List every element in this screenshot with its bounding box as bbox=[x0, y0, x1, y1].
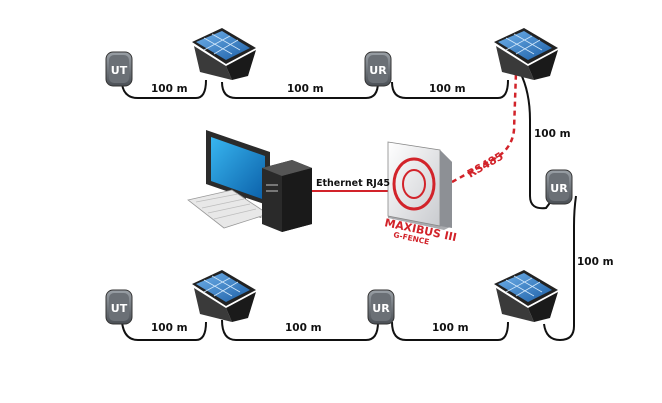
node-label-bot-left: UT bbox=[111, 302, 128, 315]
monitor-screen bbox=[211, 137, 265, 200]
cable-right-upper bbox=[519, 71, 553, 210]
node-bot-mid: UR bbox=[367, 289, 395, 325]
cable-top-seg2 bbox=[221, 81, 379, 99]
maxibus-controller bbox=[387, 141, 452, 230]
cable-top-seg1 bbox=[121, 79, 207, 99]
controller-logo bbox=[392, 157, 436, 211]
cable-bot-seg3 bbox=[391, 321, 509, 341]
node-right-mid: UR bbox=[545, 169, 573, 205]
label-top-seg3: 100 m bbox=[429, 83, 466, 95]
node-bot-left: UT bbox=[105, 289, 133, 325]
node-label-top-left: UT bbox=[111, 64, 128, 77]
label-rs485: RS485 bbox=[465, 150, 506, 181]
solar-unit-top-left bbox=[192, 28, 256, 80]
solar-unit-bot-right bbox=[494, 270, 558, 322]
node-label-right-mid: UR bbox=[550, 182, 568, 195]
label-top-seg2: 100 m bbox=[287, 83, 324, 95]
label-ethernet: Ethernet RJ45 bbox=[316, 178, 390, 189]
rs485-link bbox=[451, 71, 518, 184]
node-top-mid: UR bbox=[364, 51, 392, 87]
node-top-left: UT bbox=[105, 51, 133, 87]
label-right-lower: 100 m bbox=[577, 256, 614, 268]
node-label-bot-mid: UR bbox=[372, 302, 390, 315]
cables bbox=[121, 71, 577, 342]
cable-right-lower bbox=[543, 195, 577, 342]
cable-bot-seg2 bbox=[221, 319, 379, 341]
computer-icon bbox=[187, 130, 312, 232]
node-label-top-mid: UR bbox=[369, 64, 387, 77]
label-bot-seg2: 100 m bbox=[285, 322, 322, 334]
solar-unit-bot-left bbox=[192, 270, 256, 322]
cable-top-seg3 bbox=[391, 79, 509, 99]
label-bot-seg1: 100 m bbox=[151, 322, 188, 334]
label-right-upper: 100 m bbox=[534, 128, 571, 140]
cable-bot-seg1 bbox=[121, 321, 207, 341]
solar-unit-top-right bbox=[494, 28, 558, 80]
label-top-seg1: 100 m bbox=[151, 83, 188, 95]
label-bot-seg3: 100 m bbox=[432, 322, 469, 334]
